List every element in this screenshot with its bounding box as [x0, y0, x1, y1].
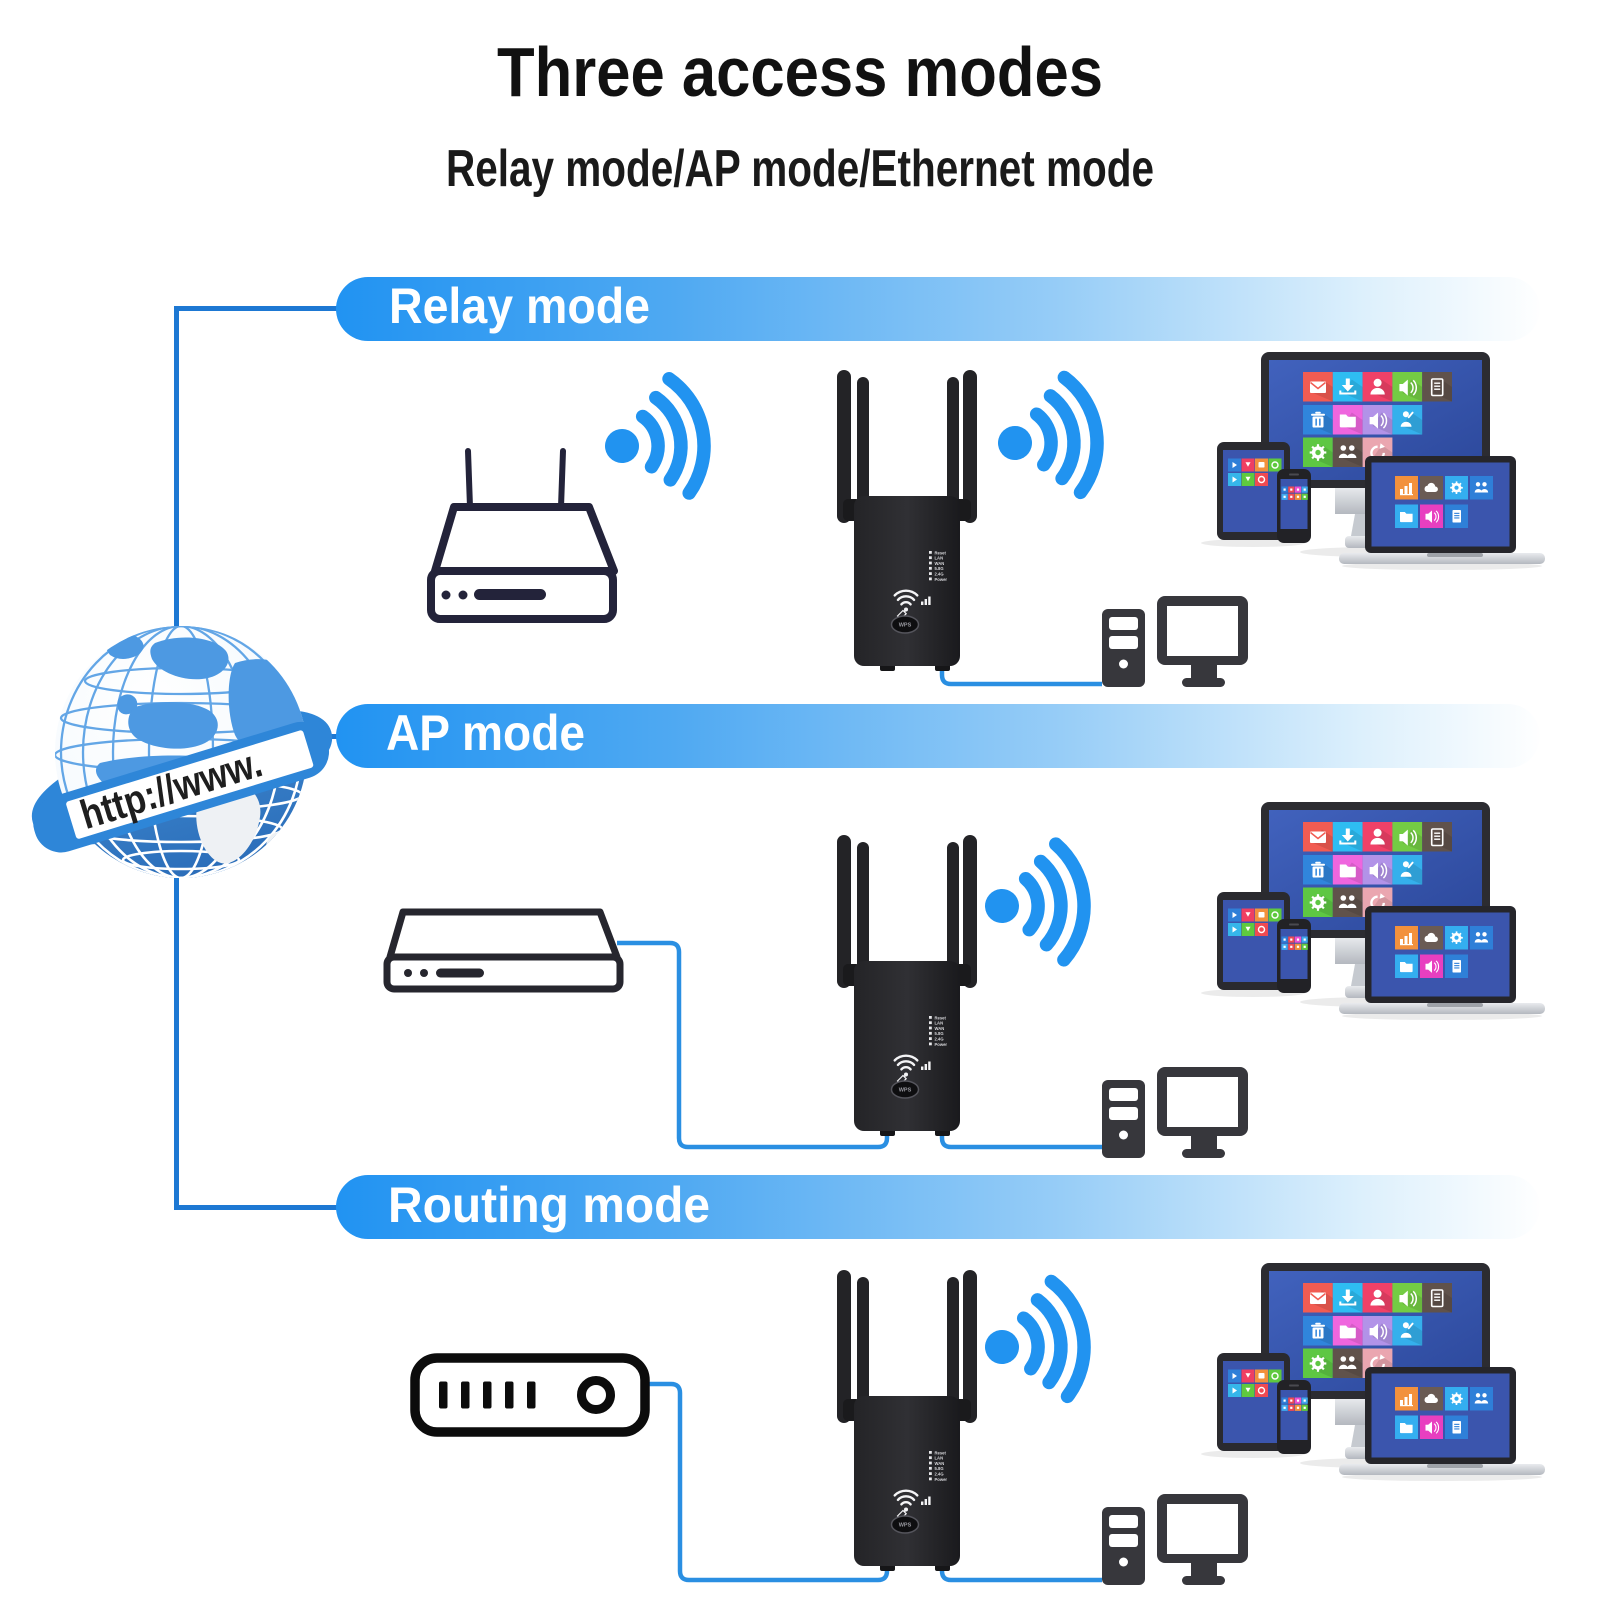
svg-text:Relay mode/AP mode/Ethernet mo: Relay mode/AP mode/Ethernet mode [446, 140, 1154, 198]
svg-text:Three access modes: Three access modes [497, 33, 1103, 111]
svg-text:AP mode: AP mode [386, 705, 585, 761]
svg-text:Relay mode: Relay mode [389, 278, 650, 334]
svg-text:Routing mode: Routing mode [388, 1177, 710, 1233]
